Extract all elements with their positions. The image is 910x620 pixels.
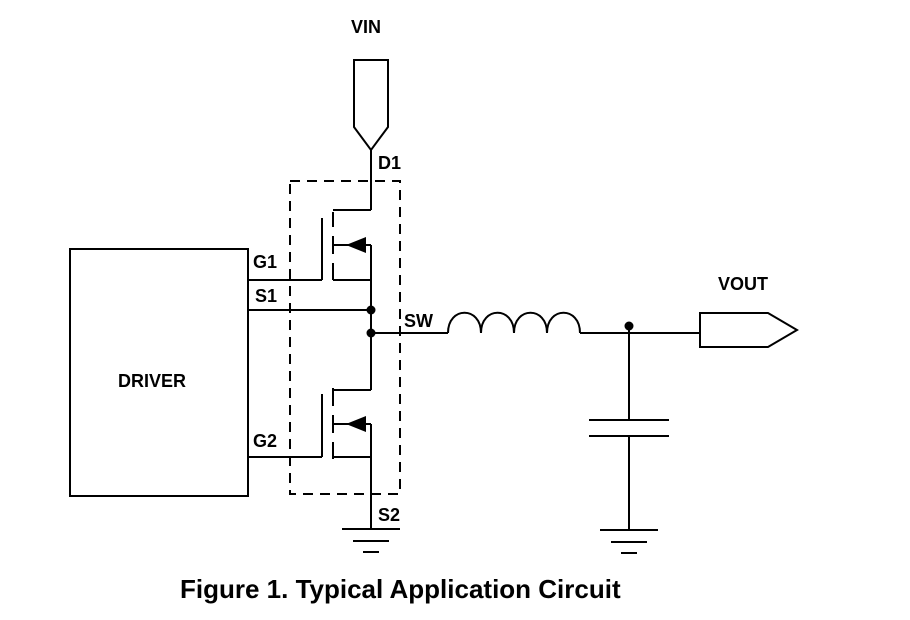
vout-label: VOUT: [718, 274, 768, 294]
g1-label: G1: [253, 252, 277, 272]
vout-connector: [699, 312, 799, 348]
s2-label: S2: [378, 505, 400, 525]
driver-block: [69, 248, 249, 497]
low-side-mosfet: [321, 388, 372, 528]
output-capacitor: [589, 326, 669, 530]
d1-label: D1: [378, 153, 401, 173]
low-side-body-diode-arrow: [346, 416, 366, 432]
inductor: [447, 311, 581, 334]
ground-symbol-right: [600, 529, 658, 554]
high-side-mosfet: [321, 170, 372, 310]
vin-label: VIN: [351, 17, 381, 37]
ground-symbol-left: [342, 528, 400, 553]
high-side-body-diode-arrow: [346, 237, 366, 253]
figure-caption: Figure 1. Typical Application Circuit: [180, 574, 621, 604]
s1-label: S1: [255, 286, 277, 306]
driver-label: DRIVER: [118, 371, 186, 391]
sw-label: SW: [404, 311, 433, 331]
mosfet-package-outline: [289, 180, 401, 495]
g2-label: G2: [253, 431, 277, 451]
vin-connector: [353, 59, 389, 170]
